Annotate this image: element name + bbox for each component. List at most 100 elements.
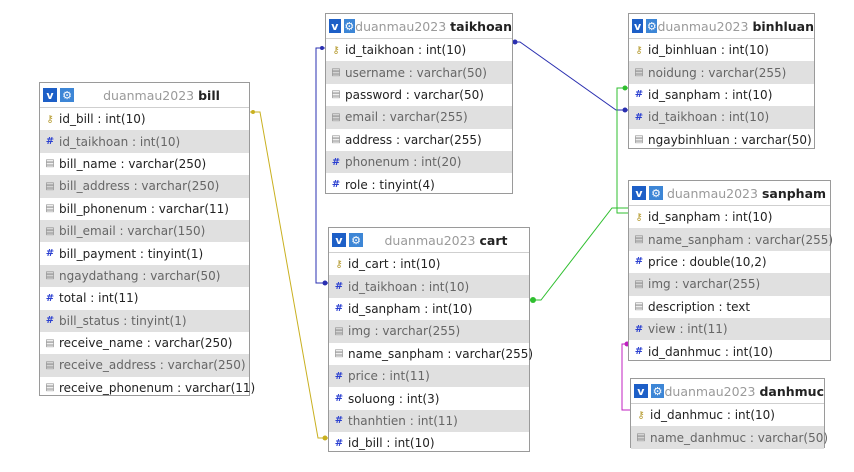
column-label: address : varchar(255) — [345, 132, 482, 147]
table-header[interactable]: v ⚙ duanmau2023 sanpham — [629, 181, 830, 206]
column-row[interactable]: #id_sanpham : int(10) — [629, 84, 814, 106]
table-binhluan[interactable]: v ⚙ duanmau2023 binhluan ⚷id_binhluan : … — [628, 13, 815, 149]
column-label: id_sanpham : int(10) — [648, 210, 773, 225]
table-sanpham[interactable]: v ⚙ duanmau2023 sanpham ⚷id_sanpham : in… — [628, 180, 834, 363]
toggle-v-icon[interactable]: v — [332, 233, 346, 247]
column-row[interactable]: ▤bill_email : varchar(150) — [40, 219, 249, 243]
text-column-icon: ▤ — [331, 111, 341, 123]
column-row[interactable]: ⚷id_taikhoan : int(10) — [326, 39, 512, 61]
column-list: ⚷id_binhluan : int(10)▤noidung : varchar… — [629, 39, 814, 151]
text-column-icon: ▤ — [634, 278, 644, 290]
gear-icon[interactable]: ⚙ — [646, 19, 658, 33]
numeric-column-icon: # — [634, 256, 644, 268]
column-row[interactable]: #total : int(11) — [40, 287, 249, 309]
numeric-column-icon: # — [334, 415, 344, 427]
column-row[interactable]: ▤noidung : varchar(255) — [629, 61, 814, 84]
column-label: view : int(11) — [648, 322, 728, 337]
table-taikhoan[interactable]: v ⚙ duanmau2023 taikhoan ⚷id_taikhoan : … — [325, 13, 513, 194]
text-column-icon: ▤ — [331, 89, 341, 101]
column-row[interactable]: #id_danhmuc : int(10) — [629, 340, 830, 362]
toggle-v-icon[interactable]: v — [329, 19, 341, 33]
gear-icon[interactable]: ⚙ — [60, 88, 74, 102]
column-row[interactable]: ⚷id_binhluan : int(10) — [629, 39, 814, 61]
gear-icon[interactable]: ⚙ — [343, 19, 356, 33]
column-row[interactable]: ⚷id_cart : int(10) — [329, 253, 529, 275]
table-header[interactable]: v ⚙ duanmau2023 cart — [329, 228, 529, 253]
relation-bill-cart — [250, 111, 328, 439]
column-row[interactable]: ▤ngaybinhluan : varchar(50) — [629, 129, 814, 151]
gear-icon[interactable]: ⚙ — [650, 384, 665, 398]
table-header[interactable]: v ⚙ duanmau2023 bill — [40, 83, 249, 108]
numeric-column-icon: # — [634, 89, 644, 101]
column-row[interactable]: ▤password : varchar(50) — [326, 84, 512, 106]
key-icon: ⚷ — [332, 44, 340, 56]
column-label: id_bill : int(10) — [348, 436, 435, 451]
table-cart[interactable]: v ⚙ duanmau2023 cart ⚷id_cart : int(10)#… — [328, 227, 533, 454]
relation-taikhoan-cart-end-a — [320, 46, 324, 50]
column-label: id_taikhoan : int(10) — [348, 279, 470, 294]
column-list: ⚷id_sanpham : int(10)▤name_sanpham : var… — [629, 206, 834, 363]
column-row[interactable]: ▤img : varchar(255) — [629, 273, 830, 296]
table-header[interactable]: v ⚙ duanmau2023 binhluan — [629, 14, 814, 39]
table-header[interactable]: v ⚙ duanmau2023 danhmuc — [631, 379, 824, 404]
column-row[interactable]: ▤bill_phonenum : varchar(11) — [40, 198, 249, 220]
column-row[interactable]: ▤name_danhmuc : varchar(50) — [631, 426, 828, 449]
column-row[interactable]: # id_bill : int(10) — [329, 432, 529, 454]
column-row[interactable]: #price : double(10,2) — [629, 251, 830, 273]
column-row[interactable]: ▤name_sanpham : varchar(255) — [629, 228, 834, 251]
column-row[interactable]: ▤address : varchar(255) — [326, 129, 512, 151]
table-bill[interactable]: v ⚙ duanmau2023 bill ⚷id_bill : int(10)#… — [39, 82, 255, 399]
column-row[interactable]: ⚷id_sanpham : int(10) — [629, 206, 830, 228]
table-title: duanmau2023 binhluan — [657, 18, 814, 34]
numeric-column-icon: # — [334, 437, 344, 449]
column-row[interactable]: #id_taikhoan : int(10) — [40, 130, 249, 153]
toggle-v-icon[interactable]: v — [43, 88, 57, 102]
column-row[interactable]: ▤ receive_address : varchar(250) — [40, 354, 249, 377]
numeric-column-icon: # — [45, 136, 55, 148]
text-column-icon: ▤ — [45, 359, 55, 371]
column-list: ⚷id_danhmuc : int(10)▤name_danhmuc : var… — [631, 404, 828, 449]
relation-sanpham-binhluan-end-a — [622, 85, 628, 91]
column-row[interactable]: ⚷id_danhmuc : int(10) — [631, 404, 824, 426]
table-danhmuc[interactable]: v ⚙ duanmau2023 danhmuc ⚷id_danhmuc : in… — [630, 378, 828, 449]
table-header[interactable]: v ⚙ duanmau2023 taikhoan — [326, 14, 512, 39]
column-row[interactable]: #bill_payment : tinyint(1) — [40, 242, 249, 264]
toggle-v-icon[interactable]: v — [632, 19, 644, 33]
column-label: bill_status : tinyint(1) — [59, 313, 187, 328]
relation-sanpham-binhluan — [616, 87, 628, 214]
column-row[interactable]: ▤bill_address : varchar(250) — [40, 175, 249, 198]
column-row[interactable]: #thanhtien : int(11) — [329, 409, 529, 433]
text-column-icon: ▤ — [45, 337, 55, 349]
table-title: duanmau2023 cart — [384, 232, 508, 248]
column-row[interactable]: ▤ngaydathang : varchar(50) — [40, 264, 249, 288]
column-row[interactable]: ▤receive_phonenum : varchar(11) — [40, 377, 255, 399]
numeric-column-icon: # — [634, 323, 644, 335]
column-row[interactable]: ▤description : text — [629, 296, 830, 318]
column-row[interactable]: #id_taikhoan : int(10) — [329, 275, 529, 298]
relation-sanpham-cart — [530, 207, 628, 301]
column-row[interactable]: #bill_status : tinyint(1) — [40, 309, 249, 332]
toggle-v-icon[interactable]: v — [632, 186, 646, 200]
column-row[interactable]: #id_sanpham : int(10) — [329, 298, 529, 320]
gear-icon[interactable]: ⚙ — [649, 186, 663, 200]
text-column-icon: ▤ — [45, 270, 55, 282]
column-label: receive_address : varchar(250) — [59, 358, 246, 373]
key-icon: ⚷ — [637, 409, 645, 421]
column-row[interactable]: ▤receive_name : varchar(250) — [40, 332, 249, 354]
column-row[interactable]: #soluong : int(3) — [329, 387, 529, 409]
text-column-icon: ▤ — [634, 134, 644, 146]
column-label: name_sanpham : varchar(255) — [648, 232, 834, 247]
column-row[interactable]: #id_taikhoan : int(10) — [629, 106, 814, 129]
gear-icon[interactable]: ⚙ — [349, 233, 363, 247]
column-row[interactable]: ▤img : varchar(255) — [329, 320, 529, 343]
column-row[interactable]: ⚷id_bill : int(10) — [40, 108, 249, 130]
column-row[interactable]: ▤email : varchar(255) — [326, 106, 512, 129]
column-row[interactable]: #phonenum : int(20) — [326, 150, 512, 174]
column-row[interactable]: #price : int(11) — [329, 364, 529, 388]
column-row[interactable]: ▤name_sanpham : varchar(255) — [329, 343, 533, 365]
toggle-v-icon[interactable]: v — [634, 384, 648, 398]
column-row[interactable]: # view : int(11) — [629, 317, 830, 341]
column-row[interactable]: #role : tinyint(4) — [326, 173, 512, 195]
column-row[interactable]: ▤bill_name : varchar(250) — [40, 153, 249, 175]
column-row[interactable]: ▤username : varchar(50) — [326, 61, 512, 84]
